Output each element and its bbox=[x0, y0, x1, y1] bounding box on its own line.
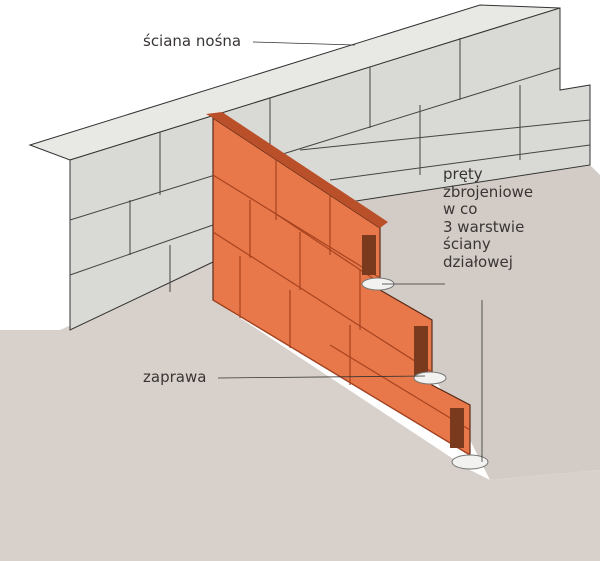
label-mortar: zaprawa bbox=[143, 368, 207, 386]
brick-cores bbox=[362, 235, 464, 448]
label-rebar-line: w co bbox=[443, 200, 478, 218]
rebar-mortar bbox=[361, 277, 489, 470]
floor-back bbox=[330, 165, 600, 480]
leader-lines bbox=[217, 41, 483, 462]
label-rebar-line: pręty bbox=[443, 165, 483, 183]
label-load-bearing-wall: ściana nośna bbox=[143, 32, 242, 50]
partition-top-edge bbox=[206, 112, 388, 228]
label-rebar: pręty zbrojeniowe w co 3 warstwie ściany… bbox=[443, 165, 534, 271]
label-rebar-line: 3 warstwie bbox=[443, 217, 525, 236]
label-rebar-line: działowej bbox=[443, 252, 513, 271]
brick-joints bbox=[212, 160, 471, 456]
label-rebar-line: zbrojeniowe bbox=[443, 182, 534, 201]
label-rebar-line: ściany bbox=[443, 235, 491, 253]
floor bbox=[0, 262, 600, 561]
